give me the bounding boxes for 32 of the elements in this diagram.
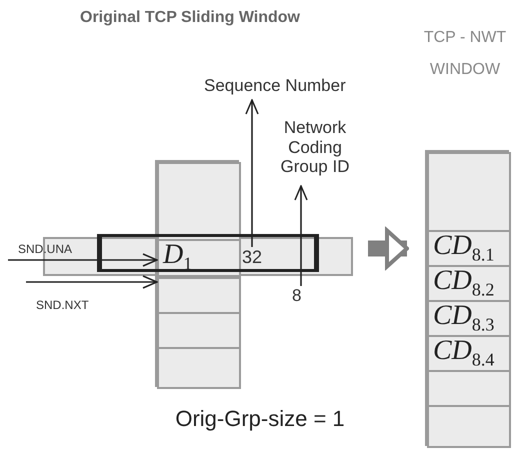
arrow (294, 185, 308, 286)
segment-label: CD$_{8.3}$ (433, 302, 494, 334)
window-cell (427, 405, 511, 448)
block-arrow (368, 228, 409, 268)
arrow (8, 253, 158, 267)
segment-label: CD$_{8.1}$ (433, 232, 494, 264)
window-cell (427, 230, 511, 267)
window-cell (427, 152, 511, 232)
value-label: 32 (242, 247, 266, 269)
caption-text: Orig-Grp-size = 1 (174, 405, 346, 433)
axis-label: Sequence Number (204, 76, 356, 98)
window-cell (427, 265, 511, 302)
pointer-label: SND.UNA (18, 240, 86, 256)
arrow (26, 275, 158, 289)
window-column (155, 160, 239, 387)
window-cell (427, 370, 511, 407)
axis-label: Network Coding Group ID (276, 118, 354, 184)
window-column (425, 150, 509, 446)
segment-label: CD$_{8.2}$ (433, 267, 494, 299)
pointer-label: SND.NXT (36, 296, 96, 312)
window-cell (157, 347, 241, 389)
window-cell (157, 277, 241, 314)
arrow (245, 99, 259, 247)
window-cell (157, 162, 241, 241)
window-cell (427, 335, 511, 372)
segment-label: CD$_{8.4}$ (433, 337, 494, 369)
heading: Original TCP Sliding Window (79, 8, 301, 28)
window-cell (157, 239, 241, 277)
value-label: 8 (292, 286, 308, 308)
heading: TCP - NWT WINDOW (422, 28, 508, 80)
window-cell (157, 312, 241, 349)
window-cell (427, 300, 511, 337)
